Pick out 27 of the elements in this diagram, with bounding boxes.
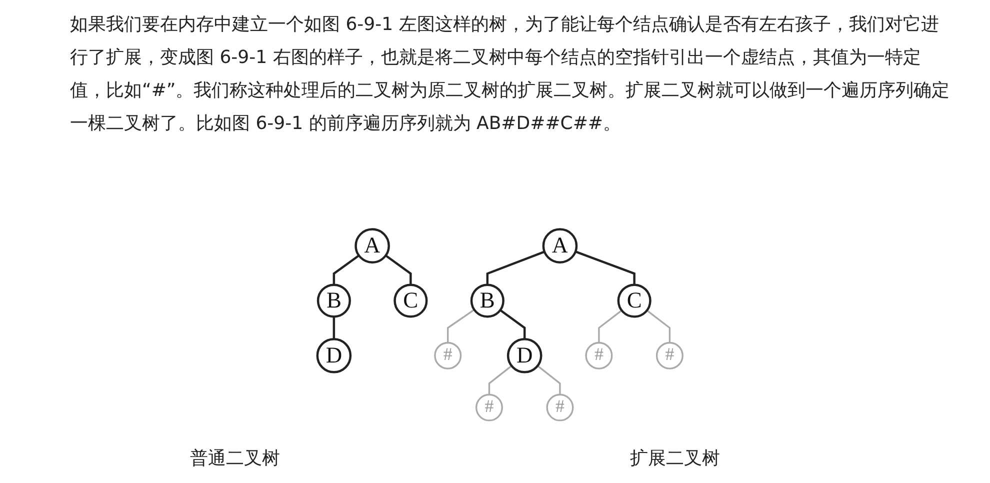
connector bbox=[488, 365, 512, 395]
connector bbox=[598, 310, 622, 343]
connector bbox=[385, 254, 412, 285]
connector bbox=[500, 309, 526, 340]
connector bbox=[447, 309, 475, 343]
node-circle: # bbox=[434, 342, 462, 370]
node-circle: B bbox=[470, 284, 504, 318]
node-circle: D bbox=[506, 338, 542, 374]
paragraph: 如果我们要在内存中建立一个如图 6-9-1 左图这样的树，为了能让每个结点确认是否有左右孩子，我们对它进行了扩展，变成图 6-9-1 右图的样子，也就是将二叉树中每个结点的空指针引出一个虚结点，其值为一特定值，比如“#”。我们称这种处理后的二叉树为原二叉树的扩展二叉树。扩展二叉树就可以做到一个遍历序列确定一棵二叉树了。比如图 6-9-1 的前序遍历序列就为 AB#D##C##。 bbox=[70, 13, 950, 136]
node-circle: # bbox=[475, 394, 503, 422]
node-circle: A bbox=[354, 228, 390, 264]
node-circle: B bbox=[316, 284, 351, 318]
node-circle: A bbox=[542, 228, 578, 264]
connector bbox=[537, 365, 561, 395]
node-circle: C bbox=[617, 284, 652, 318]
node-circle: # bbox=[585, 342, 613, 370]
connector bbox=[646, 310, 671, 343]
connector bbox=[486, 250, 545, 285]
tree-caption: 扩展二叉树 bbox=[630, 447, 720, 470]
connector bbox=[575, 250, 636, 285]
connector bbox=[332, 316, 336, 340]
node-circle: D bbox=[316, 338, 352, 374]
connector bbox=[332, 254, 360, 285]
node-circle: # bbox=[546, 394, 574, 422]
node-circle: C bbox=[394, 284, 428, 318]
tree-caption: 普通二叉树 bbox=[190, 447, 280, 470]
node-circle: # bbox=[656, 342, 684, 370]
